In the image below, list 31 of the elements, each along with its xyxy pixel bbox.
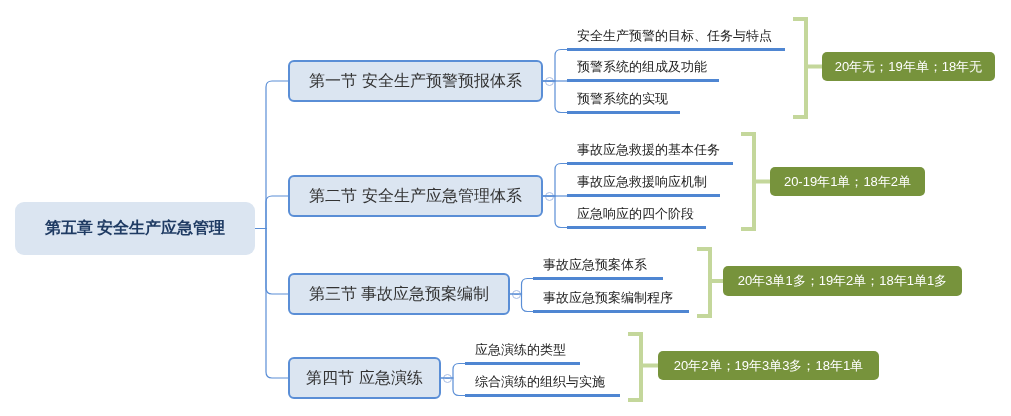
subtopic-label: 安全生产预警的目标、任务与特点	[577, 27, 772, 45]
summary-box	[770, 167, 925, 196]
branch-line	[509, 293, 534, 313]
subtopic-label: 事故应急救援的基本任务	[577, 141, 720, 159]
section-title: 第二节 安全生产应急管理体系	[309, 185, 522, 206]
section-title: 第三节 事故应急预案编制	[308, 283, 490, 304]
section-title: 第四节 应急演练	[306, 367, 423, 388]
summary-text: 20年2单；19年3单3多；18年1单	[673, 356, 864, 375]
subtopic-label: 应急演练的类型	[475, 341, 566, 359]
central-topic-box	[15, 202, 255, 255]
summary-box	[658, 351, 879, 380]
subtopic-label: 预警系统的实现	[577, 90, 668, 108]
section-topic-box	[288, 60, 543, 102]
summary-box	[723, 266, 962, 296]
subtopic-label: 事故应急预案体系	[543, 256, 647, 274]
section-topic-box	[288, 273, 510, 315]
section-topic-box	[288, 175, 543, 217]
subtopic-label: 事故应急预案编制程序	[543, 289, 673, 307]
section-title: 第一节 安全生产预警预报体系	[309, 70, 522, 91]
subtopic-label: 综合演练的组织与实施	[475, 373, 605, 391]
summary-text: 20-19年1单；18年2单	[783, 172, 912, 191]
central-topic-title: 第五章 安全生产应急管理	[44, 218, 226, 238]
subtopic-label: 事故应急救援响应机制	[577, 173, 707, 191]
section-topic-box	[288, 357, 441, 399]
summary-text: 20年无；19年单；18年无	[834, 57, 983, 76]
branch-line	[254, 227, 289, 379]
branch-line	[440, 377, 466, 397]
subtopic-label: 预警系统的组成及功能	[577, 58, 707, 76]
summary-text: 20年3单1多；19年2单；18年1单1多	[737, 272, 948, 290]
subtopic-label: 应急响应的四个阶段	[577, 205, 694, 223]
summary-box	[822, 52, 995, 81]
